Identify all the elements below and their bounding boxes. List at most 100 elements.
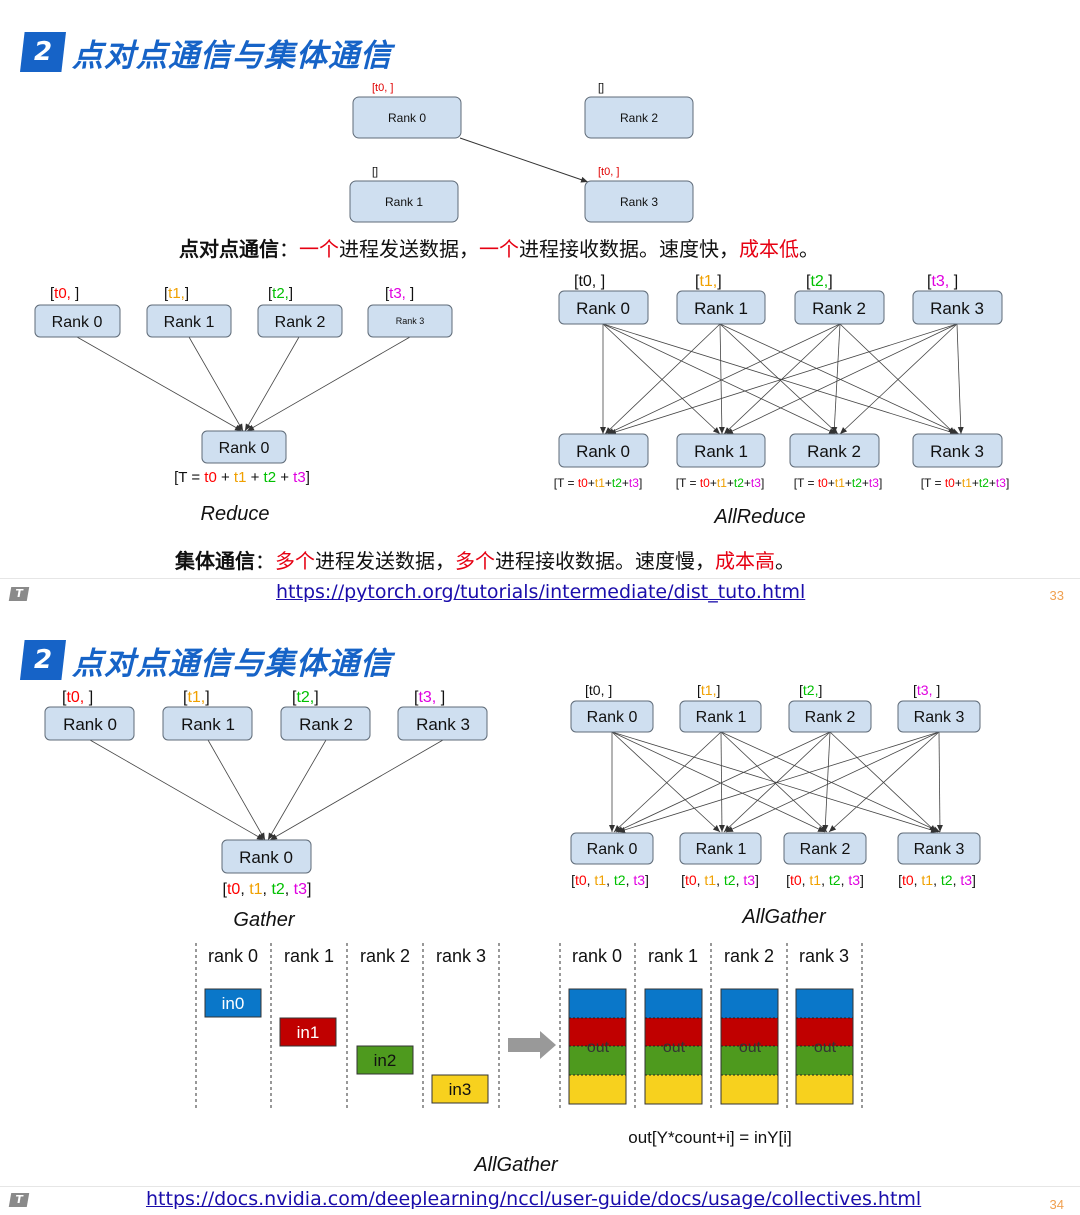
output-buffer-rank0: out: [568, 988, 627, 1105]
allgather-top-rank1: [t1,] Rank 1: [679, 682, 762, 733]
svg-text:Rank 0: Rank 0: [587, 841, 638, 858]
input-buffer-in3: in3: [431, 1074, 489, 1104]
allgather-edges: [609, 731, 943, 833]
allreduce-label: Rank 2: [812, 299, 866, 318]
gather-name: Gather: [233, 909, 295, 931]
svg-text:Rank 1: Rank 1: [694, 442, 748, 461]
slide-33: 2 点对点通信与集体通信 [t0, ] Rank 0 [] Rank 2 []: [0, 32, 1080, 603]
p2p-node-rank2: [] Rank 2: [584, 82, 694, 139]
allreduce-tag: [t2,]: [806, 273, 833, 290]
p2p-label: Rank 3: [620, 195, 658, 209]
allreduce-label: Rank 1: [694, 299, 748, 318]
output-buffer-rank1: out: [644, 988, 703, 1105]
allgather-name: AllGather: [741, 906, 827, 928]
p2p-label: Rank 2: [620, 111, 658, 125]
p2p-label: Rank 1: [385, 195, 423, 209]
p2p-tag: [t0, ]: [598, 166, 619, 178]
allreduce-result: [T = t0+t1+t2+t3]: [794, 476, 883, 490]
input-column-dividers: [195, 943, 500, 1110]
gather-node-rank2: [t2,] Rank 2: [280, 689, 371, 741]
allgather-label: Rank 0: [587, 709, 638, 726]
allgather-bottom-rank1: Rank 1: [679, 832, 762, 865]
input-header: rank 0: [208, 946, 258, 966]
gather-node-rank1: [t1,] Rank 1: [162, 689, 253, 741]
p2p-diagram: [t0, ] Rank 0 [] Rank 2 [] Rank 1 [t0, ]…: [349, 82, 694, 223]
allreduce-bottom-rank2: Rank 2: [789, 433, 880, 468]
allgather-tag: [t0, ]: [585, 682, 612, 698]
reduce-node-result: Rank 0 [T = t0 + t1 + t2 + t3]: [174, 430, 310, 486]
allreduce-result: [T = t0+t1+t2+t3]: [554, 476, 643, 490]
p2p-caption: 点对点通信：一个进程发送数据，一个进程接收数据。速度快，成本低。: [179, 237, 819, 261]
allreduce-name: AllReduce: [713, 506, 805, 528]
p2p-tag: []: [372, 166, 378, 178]
footer-divider: [0, 1186, 1080, 1187]
allgather-bottom: Rank 0 Rank 1 Rank 2 Rank 3: [570, 832, 981, 865]
reduce-label: Rank 0: [52, 314, 103, 331]
p2p-node-rank0: [t0, ] Rank 0: [352, 82, 462, 139]
source-link[interactable]: https://docs.nvidia.com/deeplearning/ncc…: [146, 1188, 922, 1210]
allgather-results: [t0, t1, t2, t3] [t0, t1, t2, t3] [t0, t…: [571, 872, 976, 888]
svg-text:Rank 2: Rank 2: [807, 442, 861, 461]
reduce-label: Rank 1: [164, 314, 215, 331]
allgather-result: [t0, t1, t2, t3]: [681, 872, 759, 888]
allgather-top-rank3: [t3, ] Rank 3: [897, 682, 981, 733]
reduce-node-rank1: [t1,] Rank 1: [146, 285, 232, 338]
reduce-node-rank0: [t0, ] Rank 0: [34, 285, 121, 338]
gather-label: Rank 3: [416, 715, 470, 734]
reduce-result-label: Rank 0: [219, 440, 270, 457]
gather-tag: [t1,]: [183, 689, 210, 706]
allreduce-top-rank0: [t0, ] Rank 0: [558, 273, 649, 325]
reduce-tag: [t1,]: [164, 285, 189, 302]
source-link[interactable]: https://pytorch.org/tutorials/intermedia…: [276, 581, 806, 603]
output-header: rank 2: [724, 946, 774, 966]
nccl-allgather-figure: rank 0 rank 1 rank 2 rank 3 in0 in1 in2: [195, 943, 863, 1176]
reduce-diagram: [t0, ] Rank 0 [t1,] Rank 1 [t2,] Rank 2 …: [34, 285, 453, 525]
input-buffer-in2: in2: [356, 1045, 414, 1075]
allreduce-results: [T = t0+t1+t2+t3] [T = t0+t1+t2+t3] [T =…: [554, 476, 1010, 490]
svg-text:out: out: [814, 1039, 837, 1056]
p2p-tag: []: [598, 82, 604, 94]
slide-34: 2 点对点通信与集体通信 [t0, ] Rank 0 [t1,]: [0, 608, 1080, 1215]
reduce-name: Reduce: [201, 503, 270, 525]
page-number: 33: [1049, 588, 1064, 603]
allgather-bottom-rank0: Rank 0: [570, 832, 654, 865]
title-text: 点对点通信与集体通信: [72, 37, 392, 74]
reduce-label: Rank 2: [275, 314, 326, 331]
allreduce-result: [T = t0+t1+t2+t3]: [676, 476, 765, 490]
allgather-bottom-rank2: Rank 2: [783, 832, 867, 865]
output-headers: rank 0 rank 1 rank 2 rank 3: [572, 946, 849, 966]
footer-divider: [0, 578, 1080, 579]
gather-diagram: [t0, ] Rank 0 [t1,] Rank 1 [t2,] Rank 2 …: [44, 689, 488, 931]
svg-text:in0: in0: [222, 994, 245, 1013]
gather-tag: [t2,]: [292, 689, 319, 706]
allreduce-bottom: Rank 0 Rank 1 Rank 2 Rank 3: [558, 433, 1003, 468]
svg-text:Rank 2: Rank 2: [800, 841, 851, 858]
input-buffer-in0: in0: [204, 988, 262, 1018]
allreduce-diagram: [t0, ] Rank 0 [t1,] Rank 1 [t2,] Rank 2 …: [554, 273, 1010, 528]
svg-text:Rank 3: Rank 3: [930, 442, 984, 461]
svg-text:in2: in2: [374, 1051, 397, 1070]
input-header: rank 2: [360, 946, 410, 966]
page-number: 34: [1049, 1197, 1064, 1212]
gather-result: [t0, t1, t2, t3]: [223, 881, 312, 898]
output-header: rank 3: [799, 946, 849, 966]
slide-title: 2 点对点通信与集体通信: [20, 638, 392, 682]
allreduce-tag: [t0, ]: [574, 273, 605, 290]
allgather-tag: [t1,]: [697, 682, 720, 698]
gather-label: Rank 1: [181, 715, 235, 734]
svg-text:in1: in1: [297, 1023, 320, 1042]
allreduce-bottom-rank1: Rank 1: [676, 433, 766, 468]
reduce-tag: [t0, ]: [50, 285, 79, 302]
gather-label: Rank 0: [63, 715, 117, 734]
gather-node-rank3: [t3, ] Rank 3: [397, 689, 488, 741]
svg-text:Rank 3: Rank 3: [914, 841, 965, 858]
output-column-dividers: [559, 943, 863, 1110]
gather-label: Rank 2: [299, 715, 353, 734]
svg-text:in3: in3: [449, 1080, 472, 1099]
output-buffers: out out out: [568, 988, 854, 1105]
output-header: rank 1: [648, 946, 698, 966]
p2p-node-rank3: [t0, ] Rank 3: [584, 166, 694, 223]
gather-edges: [89, 739, 444, 841]
nccl-allgather-name: AllGather: [473, 1154, 559, 1176]
gather-tag: [t0, ]: [62, 689, 93, 706]
